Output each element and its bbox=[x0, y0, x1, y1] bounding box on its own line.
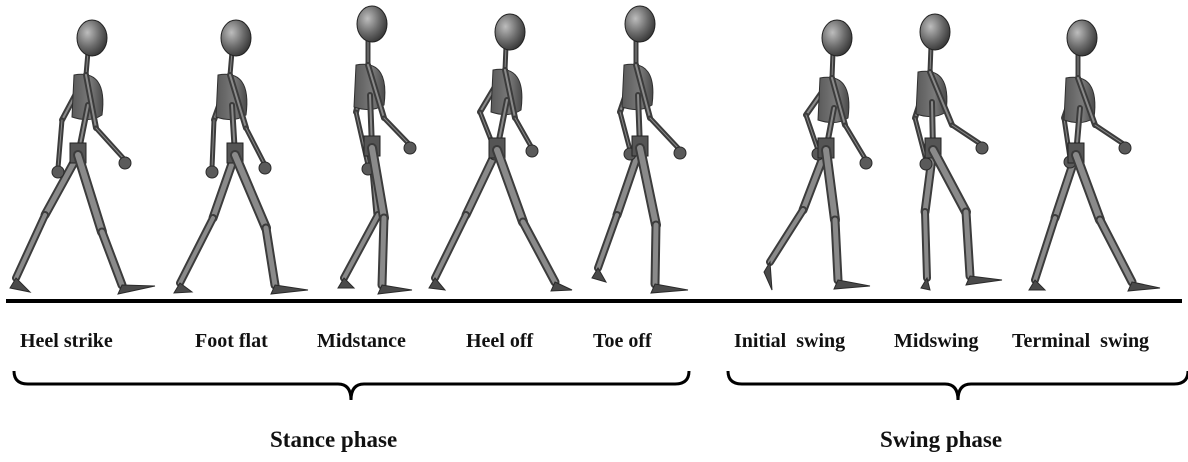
stance-phase-label: Stance phase bbox=[270, 428, 397, 451]
foot-back bbox=[429, 278, 445, 290]
hand-front bbox=[1119, 142, 1131, 154]
head bbox=[495, 14, 525, 50]
label-foot-flat: Foot flat bbox=[195, 331, 268, 351]
label-toe-off: Toe off bbox=[593, 331, 652, 351]
head bbox=[77, 20, 107, 56]
label-terminal-swing: Terminal swing bbox=[1012, 331, 1149, 351]
label-heel-strike: Heel strike bbox=[20, 331, 113, 351]
hand-front bbox=[860, 157, 872, 169]
swing-phase-label: Swing phase bbox=[880, 428, 1002, 451]
foot-front bbox=[551, 282, 572, 291]
walking-figure-foot-flat bbox=[174, 20, 308, 294]
hand-back bbox=[206, 166, 218, 178]
hand-back bbox=[920, 158, 932, 170]
walking-figure-midstance bbox=[338, 6, 416, 294]
label-initial-swing: Initial swing bbox=[734, 331, 845, 351]
foot-front bbox=[966, 276, 1002, 285]
hand-front bbox=[404, 142, 416, 154]
hand-front bbox=[119, 157, 131, 169]
head bbox=[822, 20, 852, 56]
foot-front bbox=[118, 285, 155, 294]
head bbox=[221, 20, 251, 56]
foot-front bbox=[378, 285, 412, 294]
head bbox=[357, 6, 387, 42]
hand-front bbox=[259, 162, 271, 174]
foot-front bbox=[834, 280, 870, 289]
walking-figure-toe-off bbox=[592, 6, 688, 293]
hand-front bbox=[976, 142, 988, 154]
walking-figure-midswing bbox=[915, 14, 1002, 290]
label-heel-off: Heel off bbox=[466, 331, 533, 351]
hand-front bbox=[526, 145, 538, 157]
walking-figure-heel-strike bbox=[10, 20, 155, 294]
walking-figure-heel-off bbox=[429, 14, 572, 291]
walking-figure-initial-swing bbox=[764, 20, 872, 290]
head bbox=[625, 6, 655, 42]
swing-phase-brace bbox=[728, 371, 1188, 400]
foot-front bbox=[271, 285, 308, 294]
foot-front bbox=[651, 284, 688, 293]
foot-back bbox=[592, 268, 606, 282]
label-midswing: Midswing bbox=[894, 331, 978, 351]
head bbox=[920, 14, 950, 50]
hand-back bbox=[52, 166, 64, 178]
walking-figure-terminal-swing bbox=[1029, 20, 1160, 291]
hand-front bbox=[674, 147, 686, 159]
label-midstance: Midstance bbox=[317, 331, 406, 351]
foot-front bbox=[1128, 282, 1160, 291]
stance-phase-brace bbox=[14, 371, 689, 400]
foot-back bbox=[764, 262, 772, 290]
head bbox=[1067, 20, 1097, 56]
